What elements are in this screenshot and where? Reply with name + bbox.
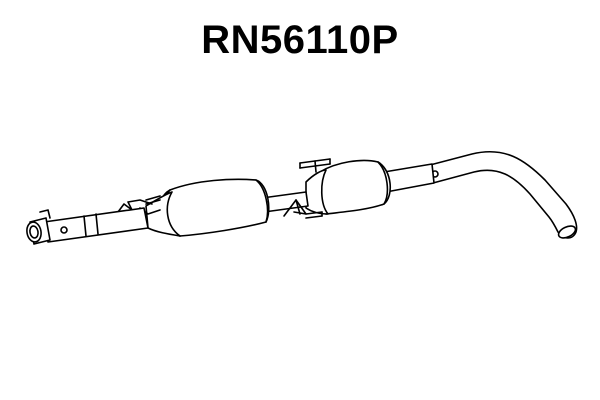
front-dpf-body <box>159 178 270 237</box>
middle-hanger-clamp <box>283 199 323 219</box>
front-dpf-inlet-cone <box>145 191 181 237</box>
rear-catalyst-inlet-cone <box>305 169 329 215</box>
rear-hanger-bracket <box>299 158 331 173</box>
rear-catalyst-body <box>313 159 391 215</box>
front-inlet-pipe <box>43 207 149 243</box>
inlet-flange <box>26 209 51 245</box>
part-number-title: RN56110P <box>201 18 399 62</box>
rear-connecting-pipe <box>383 163 435 193</box>
tailpipe-bend <box>429 150 578 239</box>
